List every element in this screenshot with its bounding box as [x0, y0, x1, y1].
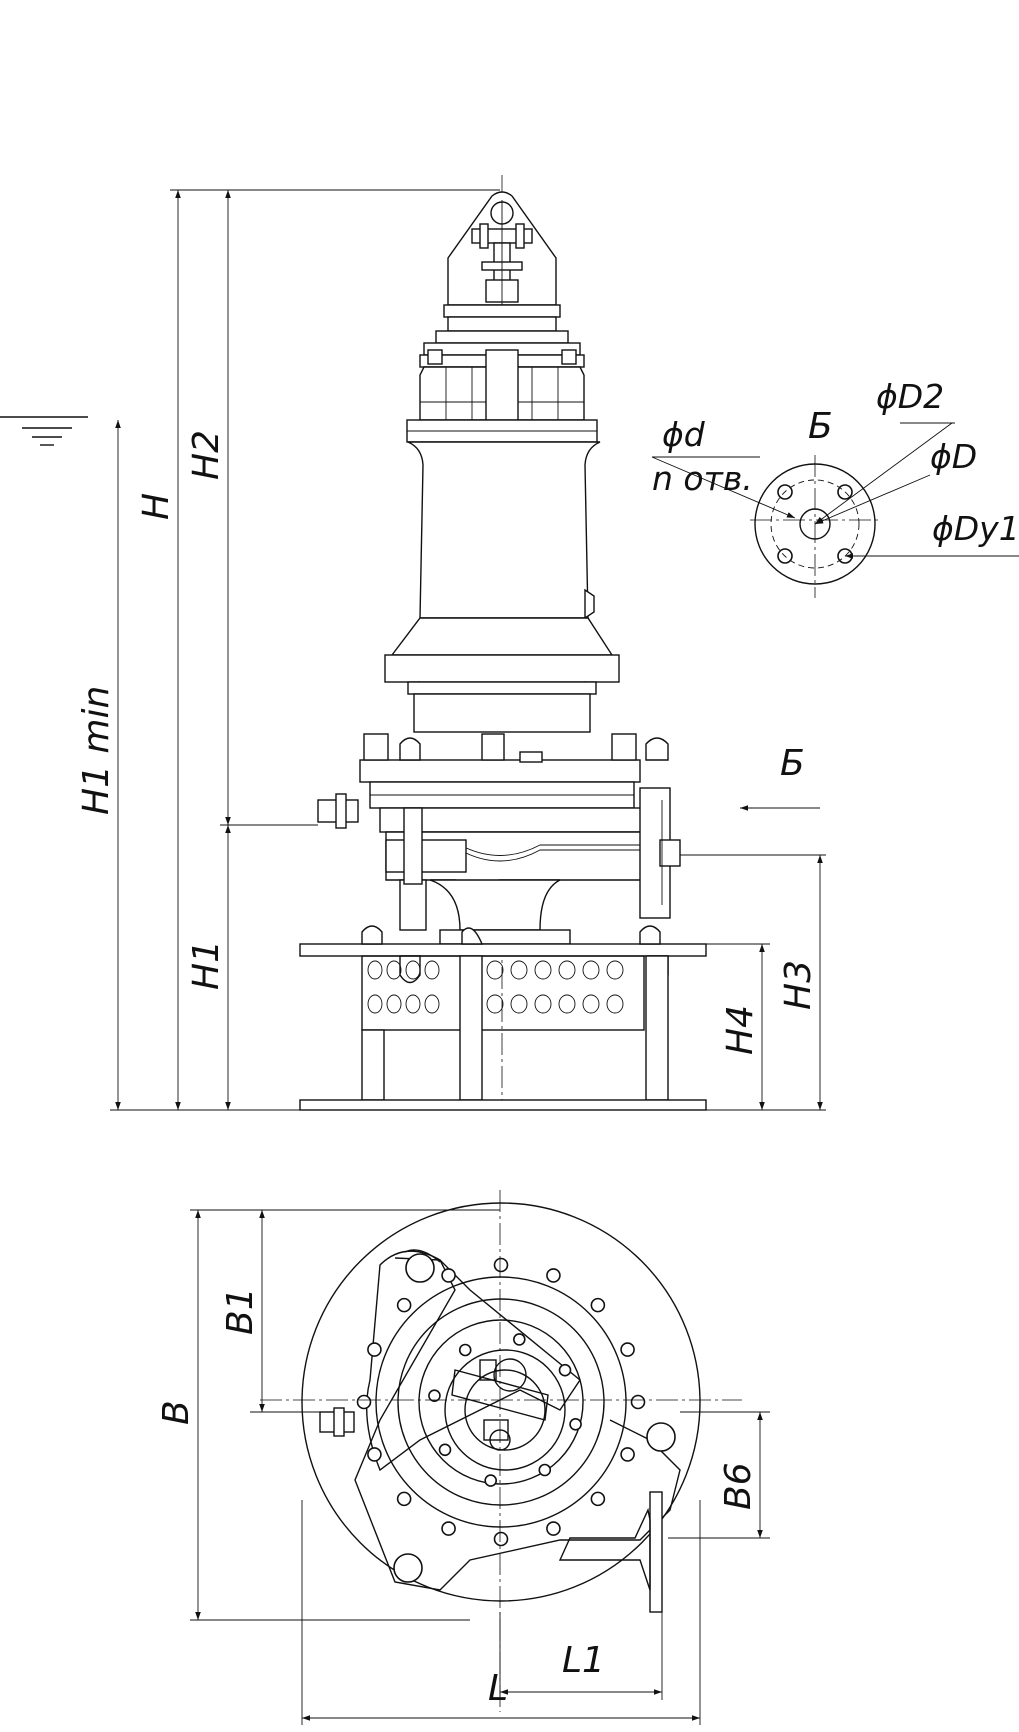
cover-bolt: [538, 1463, 552, 1477]
motor-body: [384, 419, 620, 733]
motor-top: [419, 304, 585, 421]
cover-bolt: [513, 1333, 526, 1346]
dim-B: B: [156, 1400, 197, 1425]
label-phi-Dy1: ϕDу1: [932, 509, 1019, 548]
strainer-hole: [424, 960, 440, 980]
plan-dimensions: B B1 B6 L1 L: [156, 1209, 770, 1725]
bolt-ring: [356, 1257, 646, 1547]
lifting-bracket: [447, 191, 557, 306]
dim-L1: L1: [562, 1640, 605, 1681]
dim-B1: B1: [220, 1287, 261, 1335]
bolt-hole: [441, 1268, 456, 1283]
discharge-assembly: [317, 733, 681, 945]
dim-L: L: [488, 1668, 508, 1709]
cover-bolt: [558, 1363, 572, 1377]
dim-B6: B6: [718, 1462, 759, 1510]
bolt-hole: [546, 1268, 561, 1283]
dim-H3: H3: [778, 960, 819, 1010]
bolt-hole: [493, 1257, 509, 1273]
strainer-hole: [582, 994, 600, 1014]
bolt-hole: [441, 1521, 456, 1536]
strainer-hole: [405, 994, 421, 1014]
bolt-hole: [620, 1342, 635, 1357]
label-phi-D2: ϕD2: [876, 377, 944, 416]
strainer-hole: [405, 960, 421, 980]
strainer-hole: [510, 960, 528, 980]
front-view: Б: [0, 175, 820, 1111]
dim-H1min: H1 min: [76, 686, 117, 815]
flange-view-letter: Б: [808, 406, 833, 447]
base-strainer: [299, 925, 707, 1111]
strainer-hole: [558, 960, 576, 980]
strainer-hole: [582, 960, 600, 980]
bolt-hole: [367, 1447, 382, 1462]
strainer-hole: [558, 994, 576, 1014]
bolt-hole: [396, 1491, 412, 1507]
strainer-holes-row1: [367, 960, 624, 1014]
label-n-holes: n отв.: [652, 459, 753, 498]
strainer-hole: [367, 960, 383, 980]
cover-bolt: [569, 1418, 582, 1431]
plan-view: [260, 1190, 742, 1712]
bolt-hole: [620, 1447, 635, 1462]
flange-view: Б ϕd n отв. ϕD2 ϕD ϕDу1: [651, 377, 1019, 598]
bolt-hole: [546, 1521, 561, 1536]
strainer-hole: [534, 994, 552, 1014]
strainer-hole: [606, 994, 624, 1014]
dim-H4: H4: [720, 1005, 761, 1055]
strainer-hole: [367, 994, 383, 1014]
view-arrow-letter: Б: [780, 743, 805, 784]
strainer-hole: [606, 960, 624, 980]
cover-bolt: [428, 1389, 441, 1402]
bolt-hole: [590, 1297, 606, 1313]
label-phi-d: ϕd: [662, 415, 706, 454]
bolt-hole: [367, 1342, 382, 1357]
strainer-hole: [424, 994, 440, 1014]
label-phi-D: ϕD: [930, 437, 977, 476]
strainer-hole: [486, 994, 504, 1014]
dim-H1: H1: [186, 940, 227, 990]
strainer-hole: [386, 960, 402, 980]
dim-H: H: [136, 493, 177, 520]
bolt-hole: [630, 1394, 646, 1410]
cover-bolt: [484, 1474, 497, 1487]
strainer-hole: [534, 960, 552, 980]
strainer-hole: [486, 960, 504, 980]
bolt-hole: [493, 1531, 509, 1547]
bolt-hole: [590, 1491, 606, 1507]
strainer-hole: [386, 994, 402, 1014]
front-dimensions: H H1 min H2 H1 H3 H4: [76, 189, 826, 1111]
bolt-hole: [356, 1394, 372, 1410]
dim-H2: H2: [186, 430, 227, 480]
cover-bolt: [458, 1343, 472, 1357]
strainer-hole: [510, 994, 528, 1014]
cover-bolt: [438, 1443, 452, 1457]
water-level-symbol: [0, 416, 88, 446]
bolt-hole: [396, 1297, 412, 1313]
